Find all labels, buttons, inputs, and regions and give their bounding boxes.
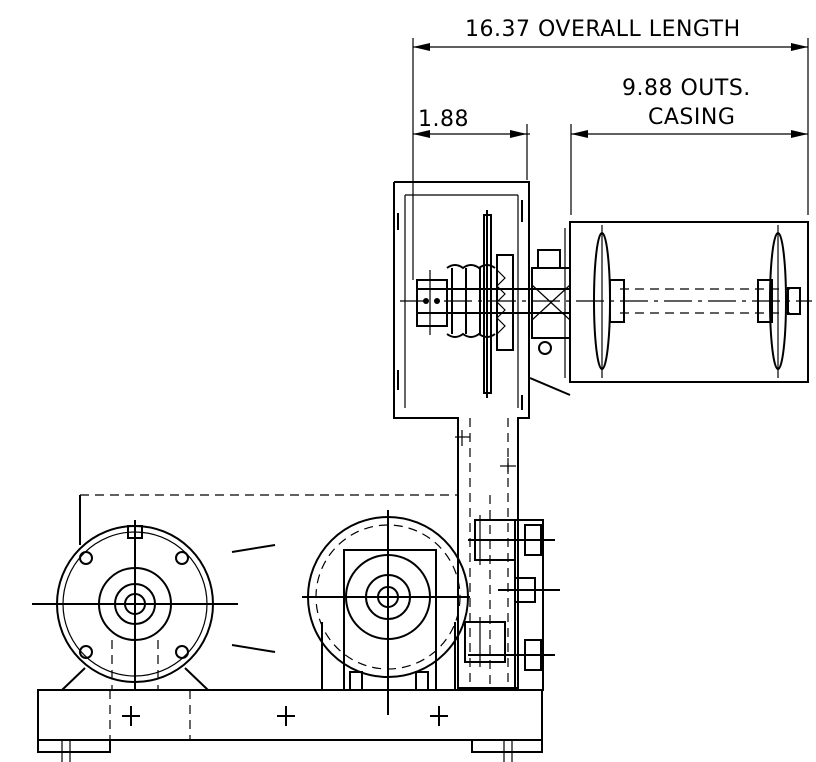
upper-bracket-housing: [393, 181, 530, 690]
outside-casing-label-line2: CASING: [648, 105, 735, 130]
outside-casing-label-line1: 9.88 OUTS.: [622, 76, 751, 101]
dimension-overall-length: 16.37 OVERALL LENGTH: [412, 17, 809, 280]
overall-length-label: 16.37 OVERALL LENGTH: [465, 17, 741, 42]
outer-casing: [529, 221, 809, 396]
electric-motor: [32, 520, 276, 691]
base-plate: [37, 689, 543, 762]
dimension-outside-casing: 9.88 OUTS. CASING: [570, 76, 808, 215]
drive-bracket-bolts: [464, 515, 560, 691]
lower-frame: [79, 494, 491, 690]
spring-sprocket-assembly: [400, 210, 812, 398]
gear-reducer-pulley: [302, 510, 470, 715]
offset-label: 1.88: [418, 107, 469, 132]
dimension-offset: 1.88: [413, 107, 530, 180]
